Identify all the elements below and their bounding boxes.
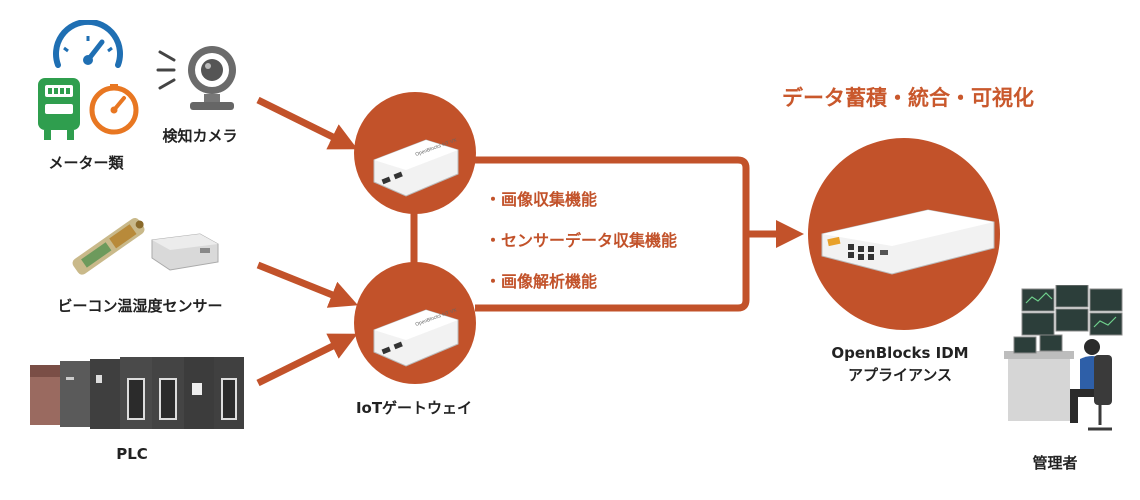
- camera-icon: [156, 46, 236, 110]
- person-icon: [1070, 339, 1112, 431]
- feature-image-analysis: ・画像解析機能: [485, 272, 598, 291]
- gateway-label: IoTゲートウェイ: [355, 399, 473, 417]
- plc-image: [30, 357, 244, 429]
- orange-gauge-icon: [89, 84, 139, 135]
- arrow-beacon-to-gateway: [256, 261, 358, 308]
- feature-sensor-collection: ・センサーデータ収集機能: [485, 231, 678, 250]
- diagram-title: データ蓄積・統合・可視化: [782, 86, 1034, 110]
- gateway-device-icon: OpenBlocks IoT VX: [373, 307, 459, 367]
- beacon-sensor-images: [72, 217, 219, 275]
- gateway-device-icon: OpenBlocks IoT VX: [373, 137, 459, 197]
- administrator-illustration: [1004, 285, 1123, 431]
- arrow-plc-to-gateway: [256, 333, 358, 387]
- green-meter-icon: [38, 78, 80, 140]
- gateway-circle-bottom: OpenBlocks IoT VX: [354, 262, 476, 384]
- plc-label: PLC: [116, 445, 148, 463]
- meters-label: メーター類: [48, 154, 124, 172]
- desk-icon: [1004, 334, 1074, 421]
- appliance-label-line2: アプライアンス: [847, 366, 953, 384]
- gateway-circle-top: OpenBlocks IoT VX: [354, 92, 476, 214]
- beacon-sensor-stick-icon: [72, 217, 145, 275]
- appliance-label-line1: OpenBlocks IDM: [831, 344, 969, 362]
- beacon-sensor-box-icon: [151, 233, 219, 271]
- beacon-label: ビーコン温湿度センサー: [57, 297, 223, 315]
- appliance-server-icon: [821, 209, 995, 275]
- arrow-camera-to-gateway: [256, 96, 358, 150]
- feature-image-collection: ・画像収集機能: [485, 190, 598, 209]
- monitor-wall-icon: [1021, 285, 1123, 336]
- meter-icons: [38, 20, 139, 140]
- camera-label: 検知カメラ: [162, 127, 238, 145]
- blue-gauge-icon: [53, 20, 123, 68]
- appliance-circle: [808, 138, 1000, 330]
- administrator-label: 管理者: [1032, 454, 1078, 472]
